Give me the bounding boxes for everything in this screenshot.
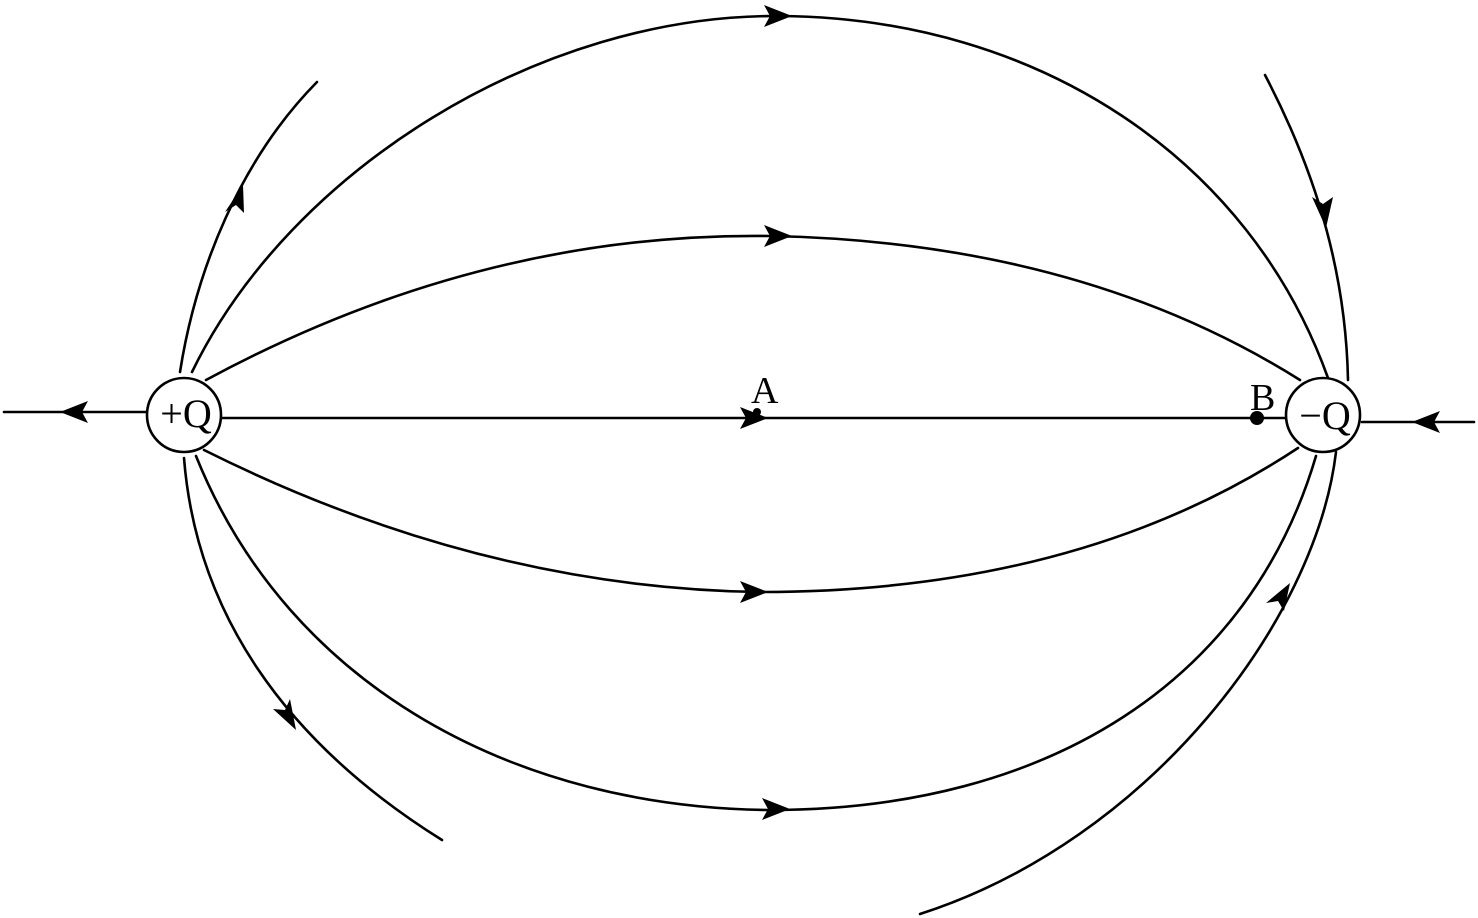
negative-charge-circle	[1284, 376, 1362, 454]
field-line-lower-inner	[202, 446, 1300, 594]
negative-charge: −Q	[1284, 376, 1362, 454]
arrowhead-lower-outer	[762, 798, 790, 820]
field-line-upper-inner	[204, 234, 1302, 382]
positive-charge: +Q	[145, 376, 223, 454]
arrowhead-left-outgoing	[60, 401, 88, 423]
point-a-label: A	[751, 370, 779, 412]
arrowhead-lower-right-incoming	[1266, 583, 1290, 611]
field-line-upper-outer	[190, 14, 1330, 380]
arrowhead-upper-outer	[764, 5, 792, 27]
positive-charge-circle	[145, 376, 223, 454]
arrowhead-lower-inner	[740, 581, 768, 603]
point-a-dot	[753, 408, 761, 416]
field-line-upper-left-outgoing	[178, 80, 319, 374]
field-line-lower-left-outgoing	[182, 456, 444, 842]
negative-charge-label: −Q	[1299, 393, 1351, 438]
point-b-label: B	[1250, 377, 1275, 419]
arrowhead-upper-inner	[764, 225, 792, 247]
positive-charge-label: +Q	[160, 391, 212, 436]
field-line-upper-right-incoming	[1263, 73, 1350, 382]
arrowhead-right-incoming	[1412, 411, 1440, 433]
point-b-dot	[1250, 411, 1264, 425]
arrowhead-upper-right-incoming	[1312, 197, 1333, 228]
field-line-lower-right-incoming	[918, 450, 1338, 916]
arrowhead-upper-left-outgoing	[225, 185, 244, 213]
arrowhead-center	[740, 407, 768, 429]
field-line-lower-outer	[194, 454, 1318, 812]
arrowhead-lower-left-outgoing	[273, 699, 296, 730]
